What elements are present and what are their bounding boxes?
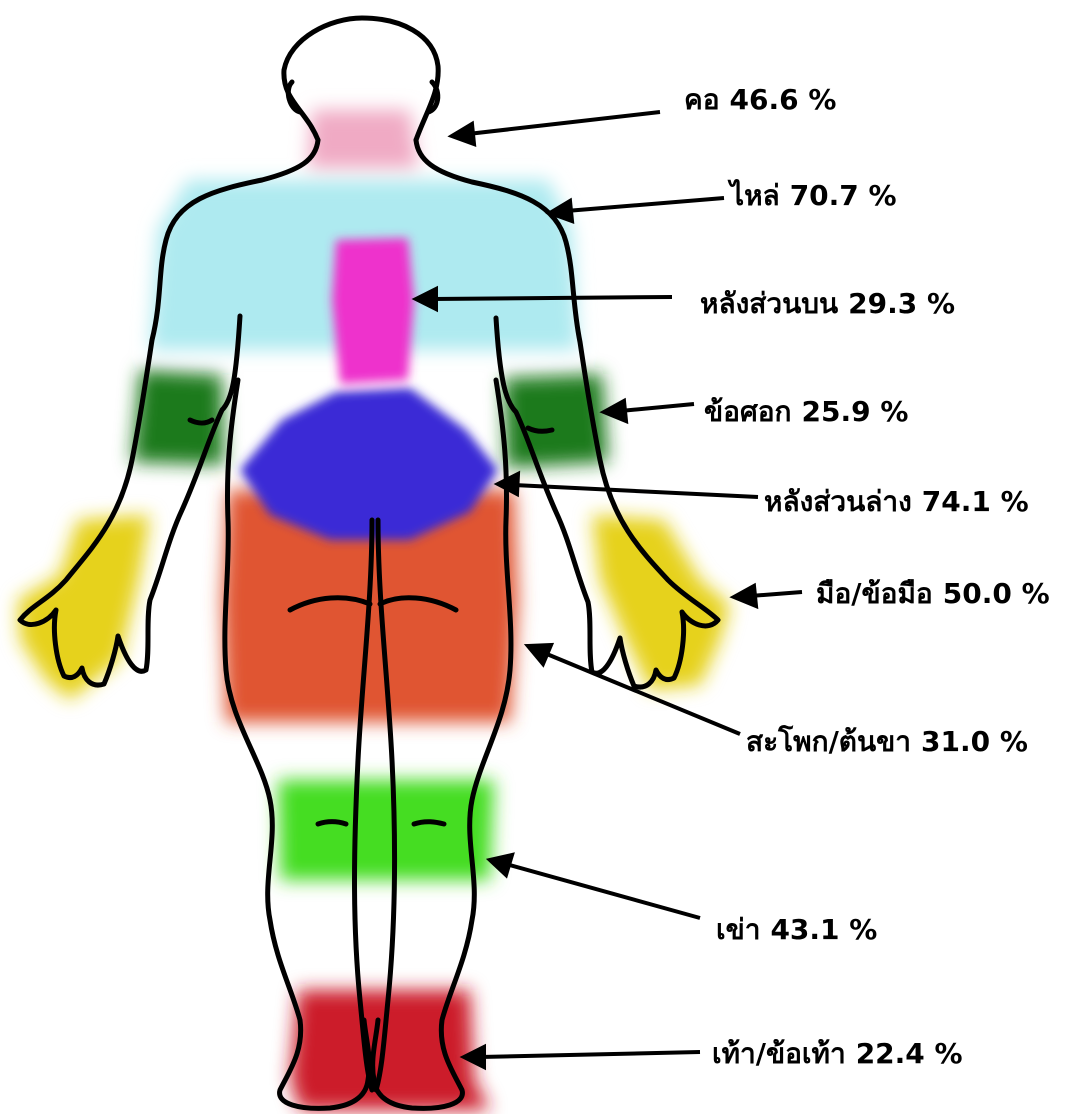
region-neck <box>308 110 418 168</box>
arrow-knee <box>490 855 700 918</box>
region-hand-right <box>592 515 730 690</box>
region-upper-back <box>332 238 414 384</box>
arrow-neck <box>452 112 660 144</box>
label-upper-back: หลังส่วนบน 29.3 % <box>700 290 955 318</box>
label-neck: คอ 46.6 % <box>684 86 836 114</box>
label-name: เข่า <box>716 913 760 946</box>
label-value: 74.1 % <box>922 485 1029 518</box>
label-name: สะโพก/ต้นขา <box>746 725 911 758</box>
arrow-lower-back <box>498 474 758 497</box>
label-knee: เข่า 43.1 % <box>716 916 877 944</box>
label-value: 29.3 % <box>848 287 955 320</box>
label-name: เท้า/ข้อเท้า <box>712 1037 846 1070</box>
label-name: ข้อศอก <box>704 395 792 428</box>
label-value: 25.9 % <box>802 395 909 428</box>
label-shoulder: ไหล่ 70.7 % <box>730 182 897 210</box>
label-name: คอ <box>684 83 720 116</box>
arrow-hand <box>734 586 802 606</box>
label-value: 22.4 % <box>856 1037 963 1070</box>
label-name: หลังส่วนบน <box>700 287 838 320</box>
arrow-elbow <box>604 401 694 421</box>
label-name: หลังส่วนล่าง <box>764 485 912 518</box>
arrow-foot <box>464 1047 700 1067</box>
label-value: 43.1 % <box>770 913 877 946</box>
label-lower-back: หลังส่วนล่าง 74.1 % <box>764 488 1029 516</box>
label-value: 50.0 % <box>943 577 1050 610</box>
label-elbow: ข้อศอก 25.9 % <box>704 398 908 426</box>
label-foot-ankle: เท้า/ข้อเท้า 22.4 % <box>712 1040 963 1068</box>
label-hand-wrist: มือ/ข้อมือ 50.0 % <box>816 580 1050 608</box>
arrow-shoulder <box>550 198 724 221</box>
label-name: ไหล่ <box>730 179 780 212</box>
label-name: มือ/ข้อมือ <box>816 577 933 610</box>
label-value: 31.0 % <box>921 725 1028 758</box>
label-value: 70.7 % <box>790 179 897 212</box>
label-value: 46.6 % <box>730 83 837 116</box>
label-hip-thigh: สะโพก/ต้นขา 31.0 % <box>746 728 1028 756</box>
region-knees <box>278 780 494 880</box>
